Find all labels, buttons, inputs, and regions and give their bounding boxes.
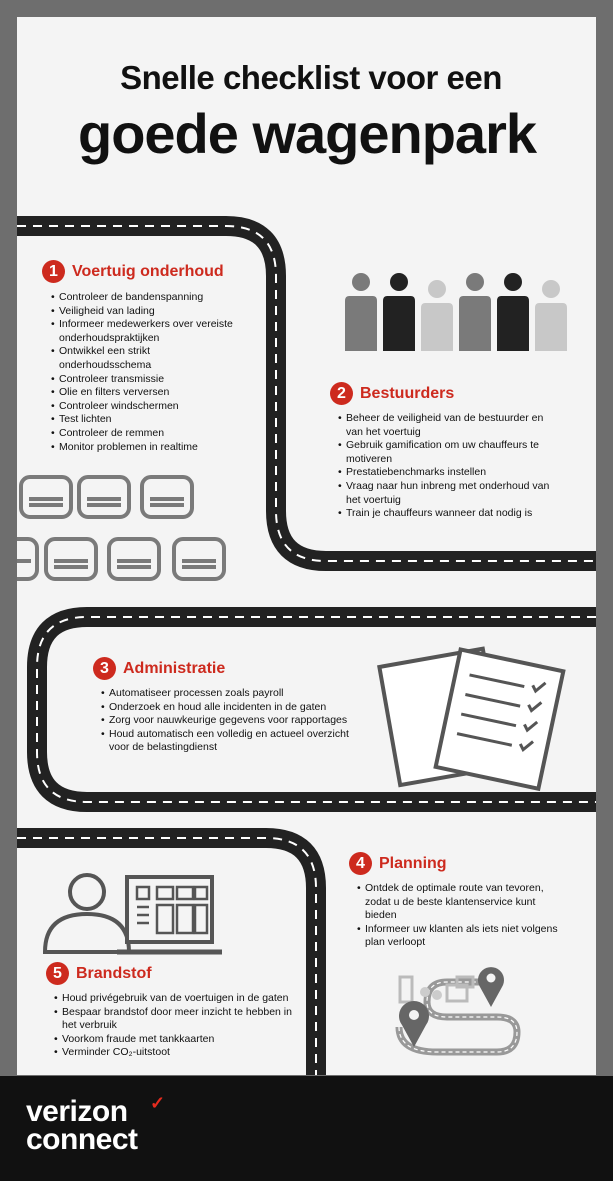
section-administration-heading: 3 Administratie bbox=[93, 657, 225, 680]
bus-icon bbox=[77, 475, 131, 519]
list-item: Monitor problemen in realtime bbox=[51, 441, 271, 455]
section-planning-heading: 4 Planning bbox=[349, 852, 447, 875]
list-item: Ontwikkel een strikt onderhoudsschema bbox=[51, 345, 209, 372]
list-item: Olie en filters verversen bbox=[51, 386, 271, 400]
section-number-badge: 4 bbox=[349, 852, 372, 875]
section-vehicle-maintenance-list: Controleer de bandenspanning Veiligheid … bbox=[51, 291, 271, 454]
list-item: Informeer medewerkers over vereiste onde… bbox=[51, 318, 271, 345]
list-item: Houd automatisch een volledig en actueel… bbox=[101, 728, 366, 755]
bus-fleet bbox=[17, 475, 226, 581]
section-drivers-heading: 2 Bestuurders bbox=[330, 382, 454, 405]
footer bbox=[0, 1076, 613, 1181]
bus-icon bbox=[172, 537, 226, 581]
list-item: Prestatiebenchmarks instellen bbox=[338, 466, 563, 480]
section-title: Administratie bbox=[123, 659, 226, 677]
section-planning-list: Ontdek de optimale route van tevoren, zo… bbox=[357, 882, 567, 950]
person-icon bbox=[535, 280, 567, 351]
section-number-badge: 3 bbox=[93, 657, 116, 680]
list-item: Voorkom fraude met tankkaarten bbox=[54, 1033, 304, 1047]
list-item: Onderzoek en houd alle incidenten in de … bbox=[101, 701, 366, 715]
section-drivers-list: Beheer de veiligheid van de bestuurder e… bbox=[338, 412, 563, 521]
section-title: Voertuig onderhoud bbox=[72, 262, 224, 280]
list-item: Ontdek de optimale route van tevoren, zo… bbox=[357, 882, 567, 923]
section-number-badge: 5 bbox=[46, 962, 69, 985]
list-item: Houd privégebruik van de voertuigen in d… bbox=[54, 992, 304, 1006]
list-item: Vraag naar hun inbreng met onderhoud van… bbox=[338, 480, 563, 507]
bus-icon bbox=[107, 537, 161, 581]
map-pin-icon bbox=[399, 1001, 429, 1047]
list-item: Controleer de remmen bbox=[51, 427, 271, 441]
list-item: Beheer de veiligheid van de bestuurder e… bbox=[338, 412, 563, 439]
person-icon bbox=[421, 280, 453, 351]
list-item: Veiligheid van lading bbox=[51, 305, 271, 319]
section-fuel-list: Houd privégebruik van de voertuigen in d… bbox=[54, 992, 304, 1060]
list-item: Verminder CO₂-uitstoot bbox=[54, 1046, 304, 1060]
route-map bbox=[395, 967, 521, 1056]
section-administration-list: Automatiseer processen zoals payroll Ond… bbox=[101, 687, 366, 755]
section-fuel-heading: 5 Brandstof bbox=[46, 962, 152, 985]
building-icon bbox=[398, 975, 475, 1004]
logo-line-connect: connect bbox=[26, 1123, 138, 1156]
document-check-icon bbox=[377, 646, 566, 792]
person-icon bbox=[345, 273, 377, 351]
infographic-card: Snelle checklist voor een goede wagenpar… bbox=[17, 17, 596, 1075]
page-title-line2: goede wagenpark bbox=[77, 102, 537, 165]
list-item: Zorg voor nauwkeurige gegevens voor rapp… bbox=[101, 714, 366, 728]
section-title: Planning bbox=[379, 854, 447, 872]
list-item: Train je chauffeurs wanneer dat nodig is bbox=[338, 507, 563, 521]
section-vehicle-maintenance-heading: 1 Voertuig onderhoud bbox=[42, 260, 224, 283]
logo-line-verizon: verizon bbox=[26, 1095, 128, 1128]
bus-icon bbox=[19, 475, 73, 519]
list-item: Test lichten bbox=[51, 413, 271, 427]
list-item: Bespaar brandstof door meer inzicht te h… bbox=[54, 1006, 304, 1033]
person-icon bbox=[459, 273, 491, 351]
people-group bbox=[345, 273, 567, 351]
section-number-badge: 1 bbox=[42, 260, 65, 283]
list-item: Controleer transmissie bbox=[51, 373, 271, 387]
section-number-badge: 2 bbox=[330, 382, 353, 405]
list-item: Automatiseer processen zoals payroll bbox=[101, 687, 366, 701]
list-item: Informeer uw klanten als iets niet volge… bbox=[357, 923, 567, 950]
list-item: Gebruik gamification om uw chauffeurs te… bbox=[338, 439, 563, 466]
section-title: Bestuurders bbox=[360, 384, 455, 402]
person-icon bbox=[497, 273, 529, 351]
section-title: Brandstof bbox=[76, 964, 152, 982]
page-title-line1: Snelle checklist voor een bbox=[120, 59, 502, 96]
bus-icon bbox=[140, 475, 194, 519]
list-item: Controleer windschermen bbox=[51, 400, 271, 414]
list-item: Controleer de bandenspanning bbox=[51, 291, 271, 305]
person-icon bbox=[383, 273, 415, 351]
road-graphic bbox=[17, 216, 596, 1075]
bus-icon bbox=[17, 537, 39, 581]
computer-user-icon bbox=[42, 873, 222, 955]
map-pin-icon bbox=[478, 967, 504, 1007]
bus-icon bbox=[44, 537, 98, 581]
checkmark-icon: ✓ bbox=[150, 1093, 166, 1113]
verizon-connect-logo: verizon connect bbox=[26, 1095, 138, 1156]
